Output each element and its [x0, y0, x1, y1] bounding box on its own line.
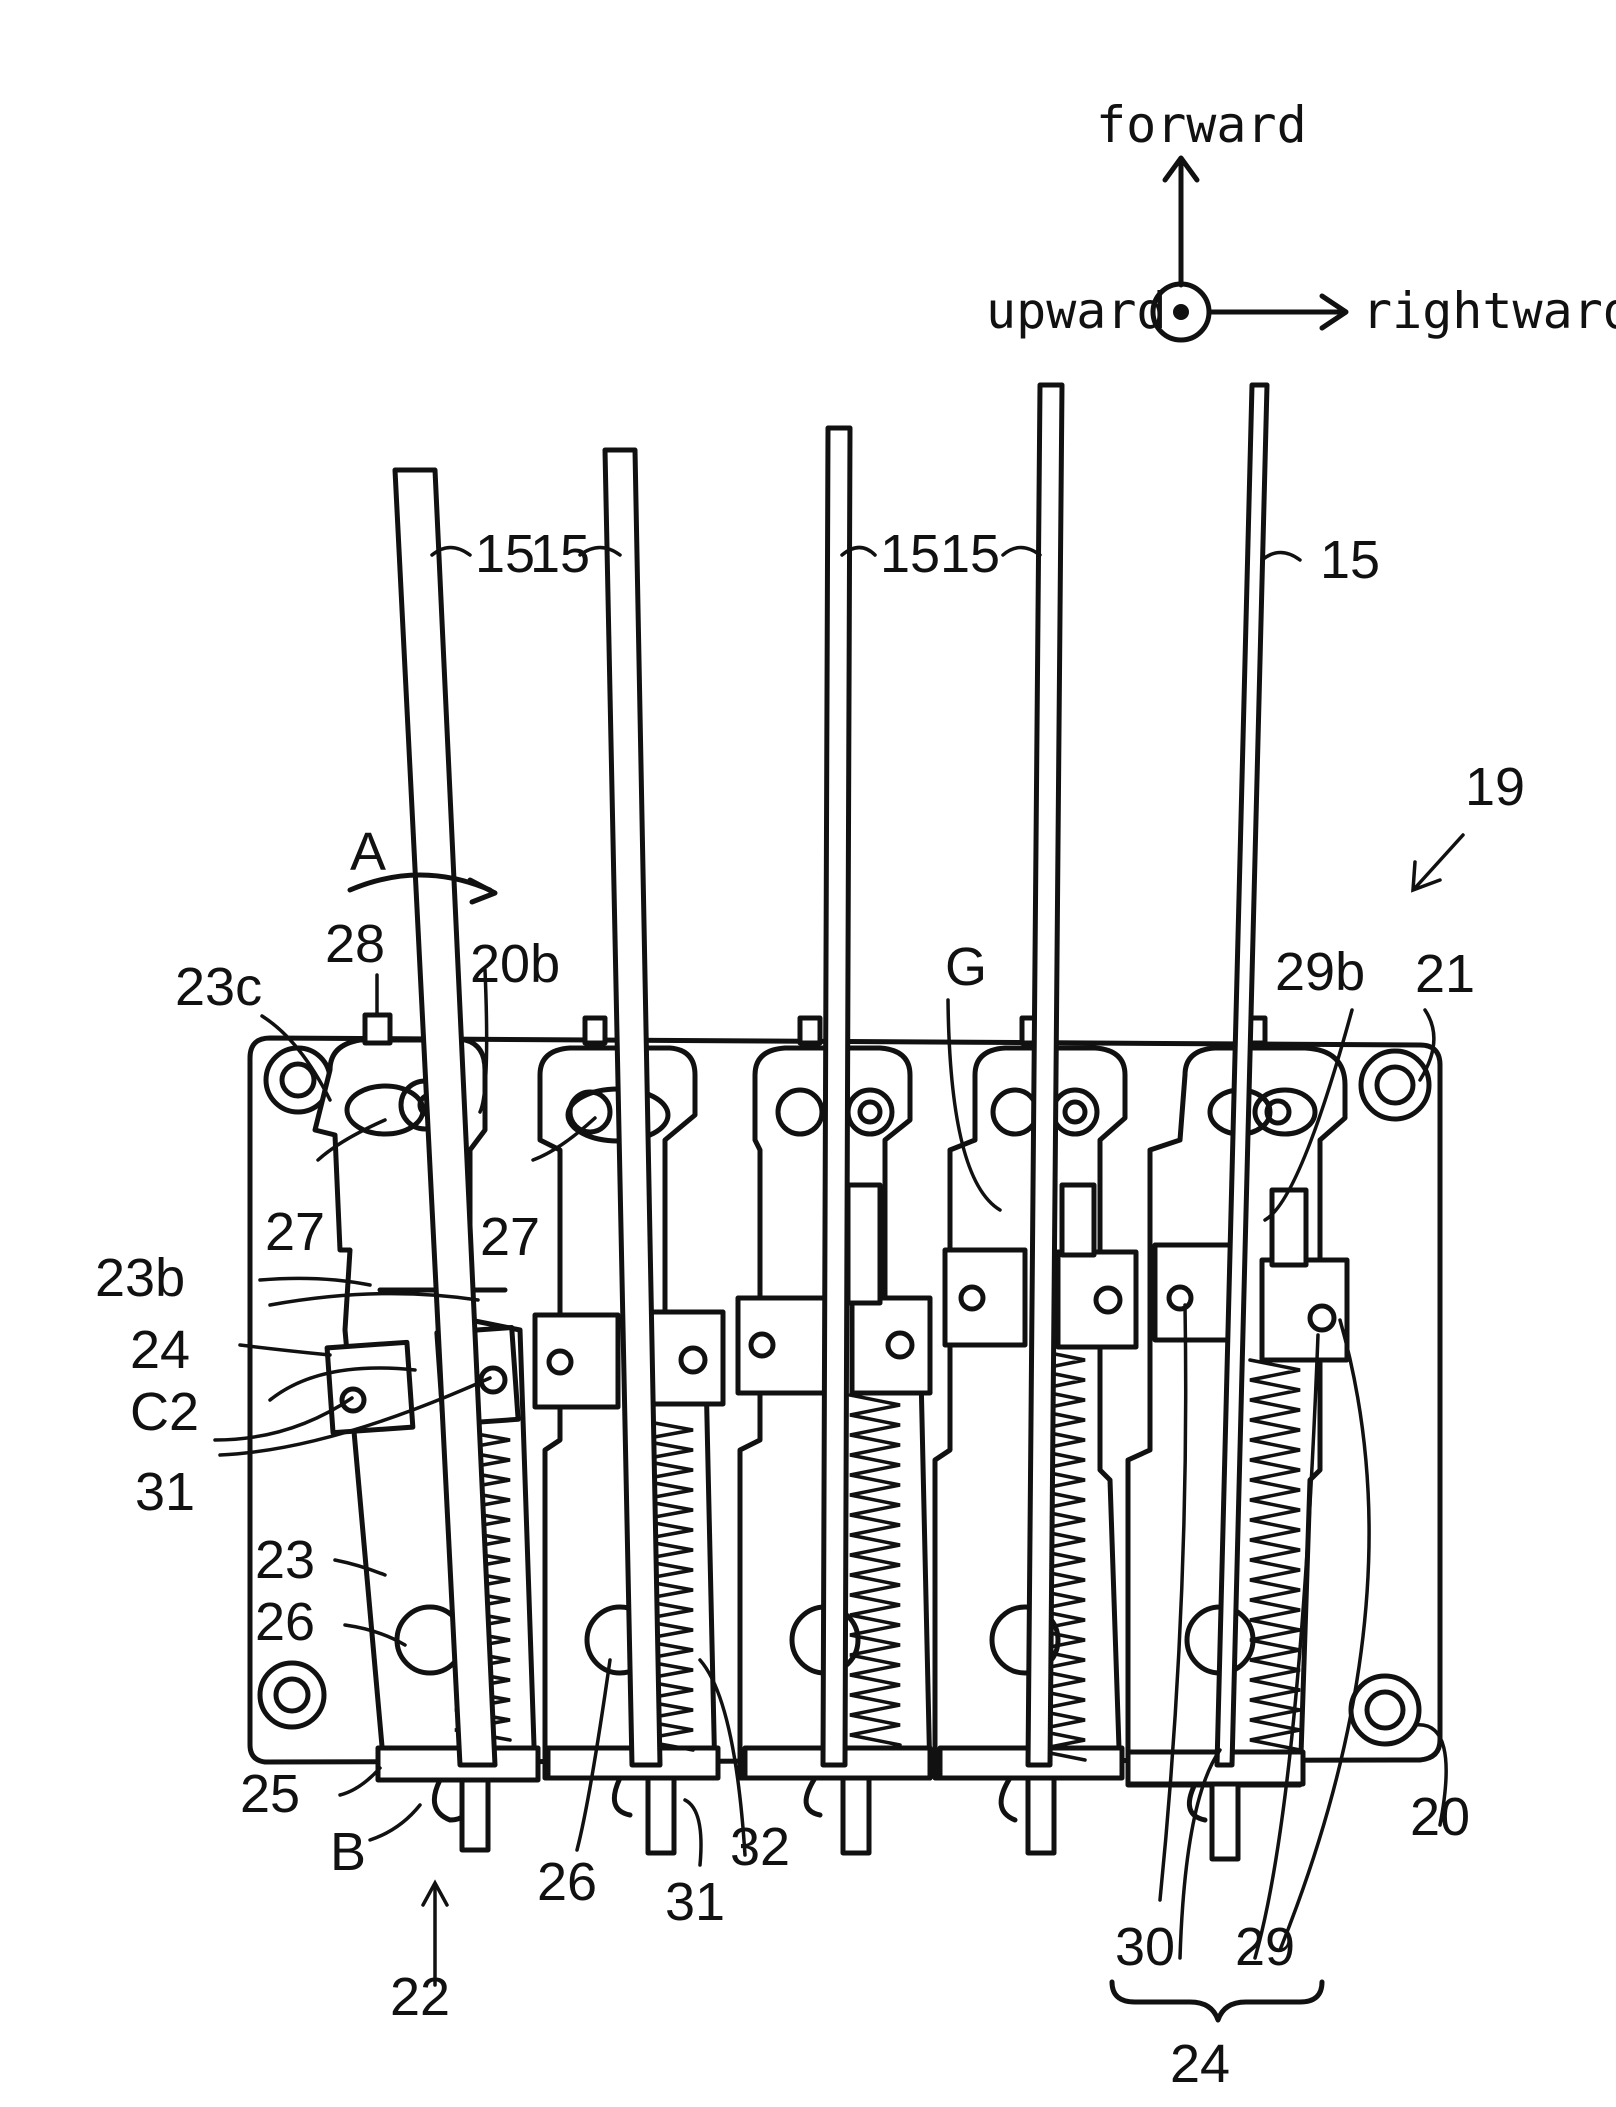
forward-label: forward — [1096, 96, 1307, 154]
label-c2: C2 — [130, 1382, 199, 1442]
label-32: 32 — [730, 1817, 790, 1877]
label-15-a: 15 — [475, 524, 535, 584]
label-24-a: 24 — [130, 1320, 190, 1380]
upward-dot-icon — [1173, 304, 1189, 320]
label-20: 20 — [1410, 1787, 1470, 1847]
label-21: 21 — [1415, 944, 1475, 1004]
upward-label: upward — [986, 282, 1167, 340]
label-30: 30 — [1115, 1917, 1175, 1977]
label-20b: 20b — [470, 934, 560, 994]
label-g: G — [945, 937, 987, 997]
label-a: A — [350, 822, 386, 882]
label-26-a: 26 — [255, 1592, 315, 1652]
label-19: 19 — [1465, 757, 1525, 817]
saddle-unit-1 — [315, 1040, 538, 1850]
label-15-e: 15 — [1320, 530, 1380, 590]
label-24-b: 24 — [1170, 2034, 1230, 2094]
label-29b: 29b — [1275, 942, 1365, 1002]
label-31-b: 31 — [665, 1872, 725, 1932]
label-27-a: 27 — [265, 1202, 325, 1262]
label-22: 22 — [390, 1967, 450, 2027]
label-28: 28 — [325, 914, 385, 974]
label-29: 29 — [1235, 1917, 1295, 1977]
label-26-b: 26 — [537, 1852, 597, 1912]
label-b: B — [330, 1822, 366, 1882]
orientation-indicator: forward upward rightward — [986, 96, 1616, 340]
label-25: 25 — [240, 1764, 300, 1824]
label-27-b: 27 — [480, 1207, 540, 1267]
label-15-d: 15 — [940, 524, 1000, 584]
string-3 — [823, 428, 850, 1765]
label-23b: 23b — [95, 1248, 185, 1308]
label-15-c: 15 — [880, 524, 940, 584]
label-23: 23 — [255, 1530, 315, 1590]
label-23c: 23c — [175, 957, 262, 1017]
label-31-a: 31 — [135, 1462, 195, 1522]
rightward-label: rightward — [1362, 282, 1616, 340]
label-15-b: 15 — [530, 524, 590, 584]
